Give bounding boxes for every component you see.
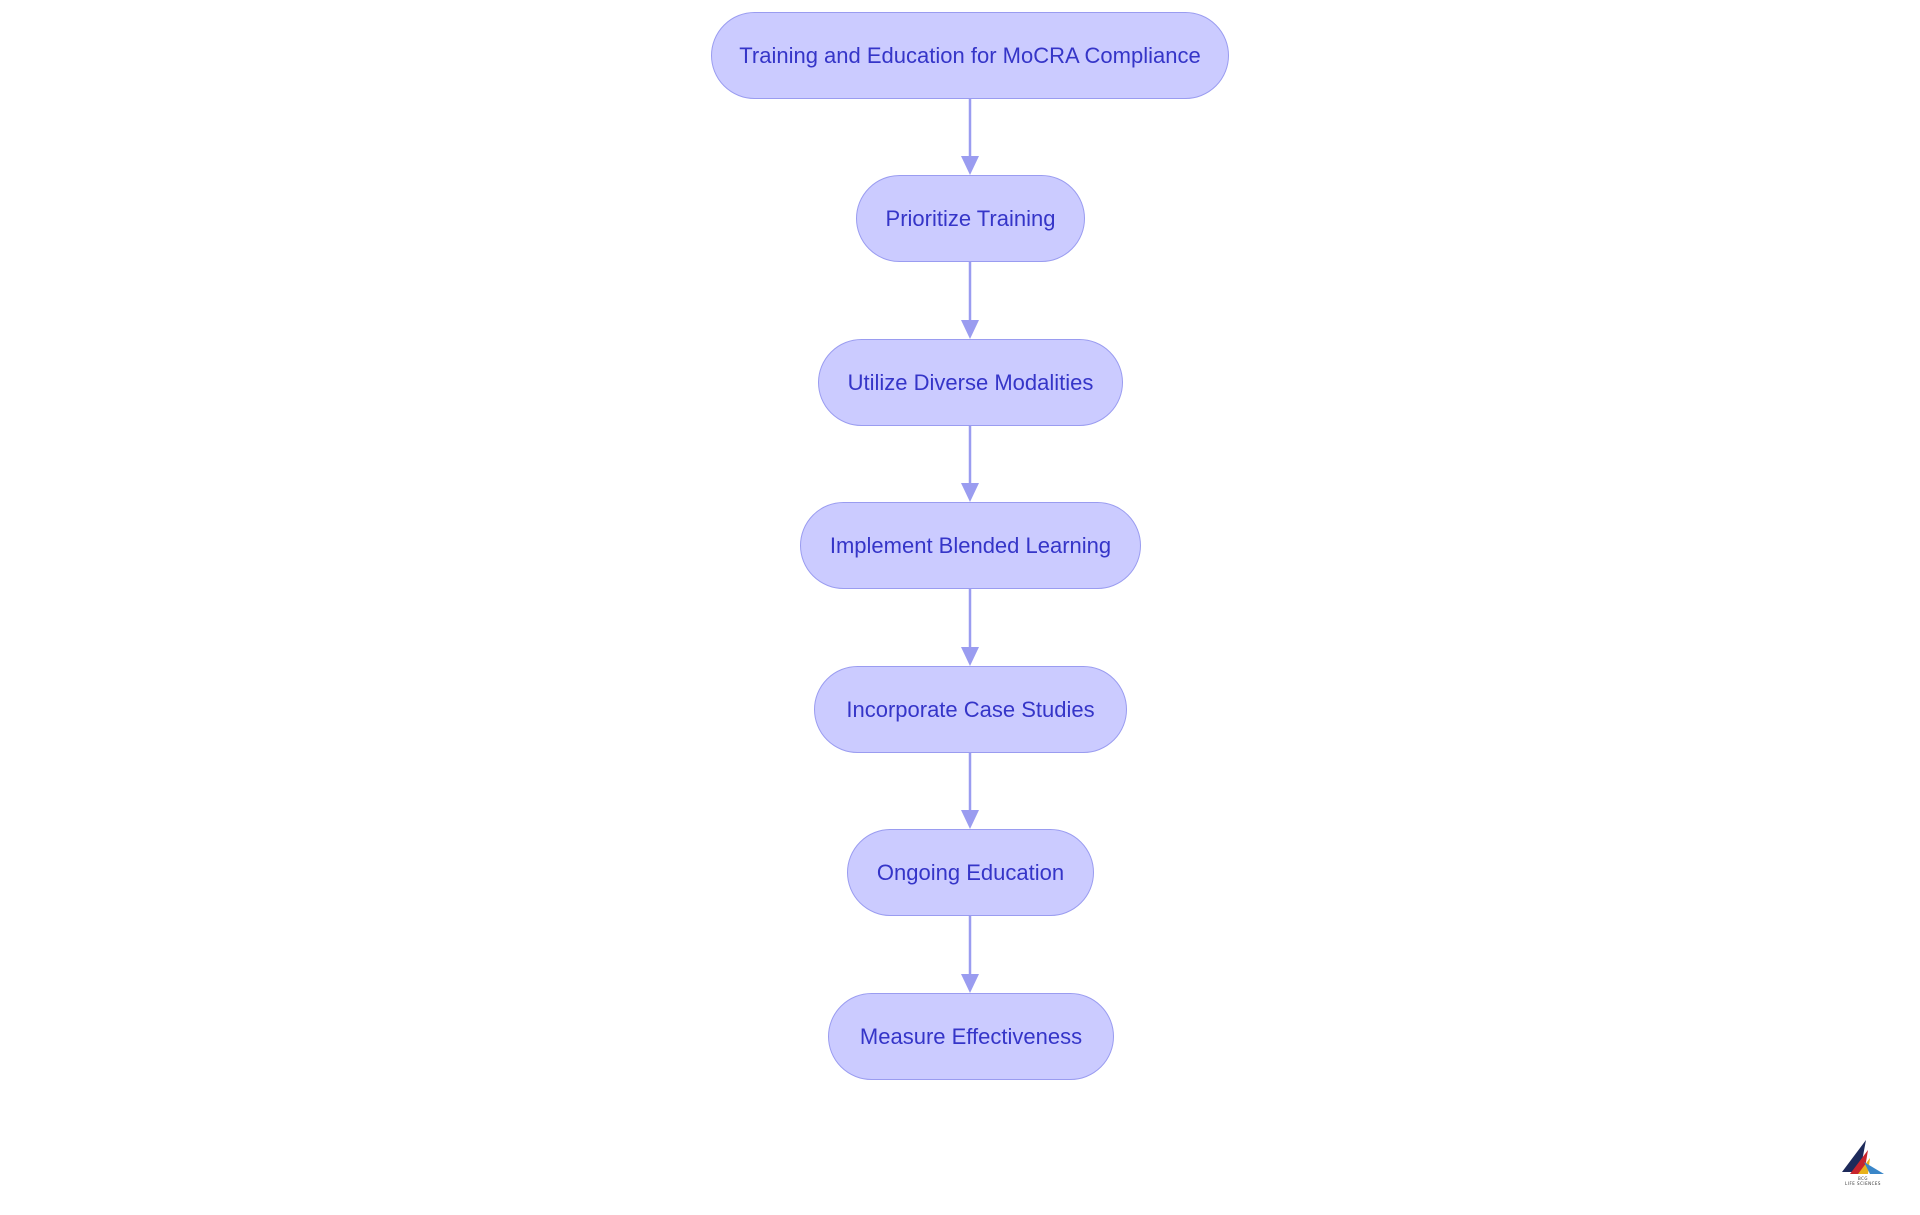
company-logo-icon [1842,1140,1884,1174]
flow-arrowhead-5 [961,810,979,829]
flow-node-3: Utilize Diverse Modalities [818,339,1123,426]
flow-node-6: Ongoing Education [847,829,1094,916]
flow-node-4: Implement Blended Learning [800,502,1141,589]
flow-node-2: Prioritize Training [856,175,1085,262]
flow-arrowhead-1 [961,156,979,175]
logo-text-line2: LIFE SCIENCES [1845,1181,1881,1186]
flow-node-1: Training and Education for MoCRA Complia… [711,12,1229,99]
flow-arrowhead-4 [961,647,979,666]
flow-node-7: Measure Effectiveness [828,993,1114,1080]
flow-node-5: Incorporate Case Studies [814,666,1127,753]
logo-text-line1: BCG [1857,1176,1869,1181]
flow-node-label: Prioritize Training [885,205,1056,231]
flow-node-label: Measure Effectiveness [859,1023,1083,1049]
flow-arrowhead-6 [961,974,979,993]
flow-node-label: Incorporate Case Studies [846,696,1095,722]
flow-node-label: Implement Blended Learning [829,532,1112,558]
flow-node-label: Training and Education for MoCRA Complia… [739,42,1201,68]
logo-caption: BCG LIFE SCIENCES [1838,1176,1888,1186]
flow-arrowhead-3 [961,483,979,502]
flow-node-label: Utilize Diverse Modalities [847,369,1094,395]
flow-node-label: Ongoing Education [876,859,1065,885]
flow-arrowhead-2 [961,320,979,339]
